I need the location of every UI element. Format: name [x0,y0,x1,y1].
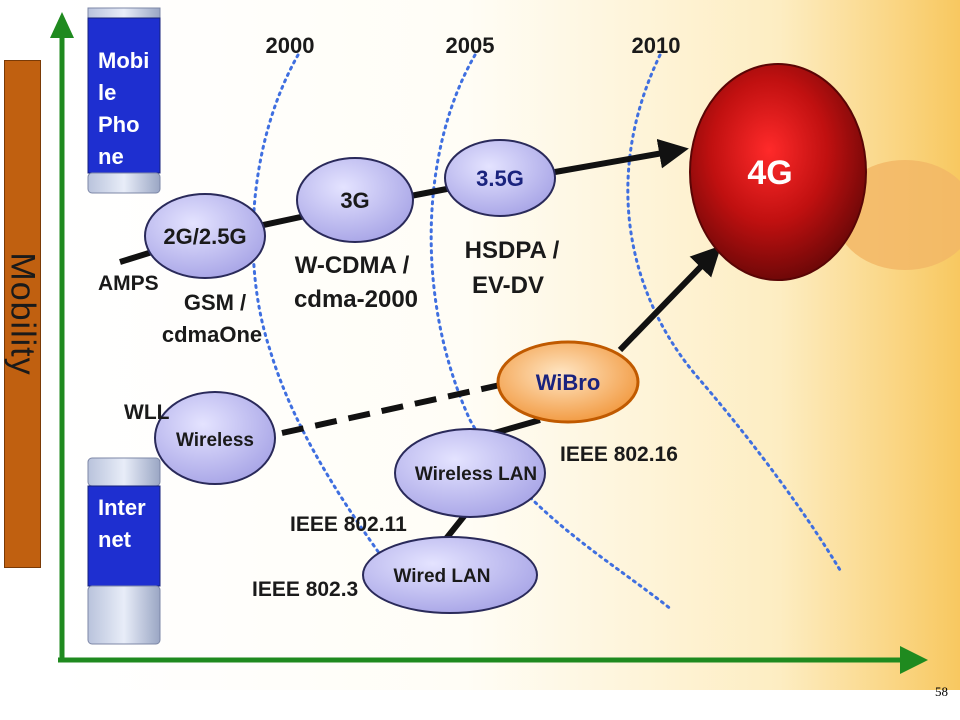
node-wired-lan-label: Wired LAN [394,566,491,587]
node-2g-label: 2G/2.5G [163,224,246,249]
4g-shadow [835,160,960,270]
year-2010: 2010 [632,33,681,58]
page-number: 58 [935,684,948,699]
node-wireless: Wireless [154,391,276,485]
x-axis-arrowhead [900,646,928,674]
internet-box: Inter net [87,457,161,645]
mobility-axis-bar [4,60,41,568]
internet-line-2: net [98,527,132,552]
node-35g-label: 3.5G [476,166,524,191]
node-3g: 3G [296,157,414,243]
caption-ieee-80216: IEEE 802.16 [560,443,678,466]
wibro-4g-arrow [617,245,722,353]
caption-gsm-line-1: GSM / [184,290,246,315]
node-4g-label: 4G [747,154,792,192]
node-3g-label: 3G [340,188,369,213]
caption-hsdpa-line-2: EV-DV [472,272,544,299]
year-2005-line [429,53,674,612]
node-wibro: WiBro [496,340,640,424]
node-2g: 2G/2.5G [144,193,266,279]
caption-ieee-80211: IEEE 802.11 [290,513,407,536]
caption-wcdma-line-1: W-CDMA / [295,252,410,279]
caption-ieee-8023: IEEE 802.3 [252,578,358,601]
mobility-axis-label: Mobility [3,252,42,376]
node-wired-lan: Wired LAN [362,536,538,614]
caption-hsdpa-line-1: HSDPA / [465,237,560,264]
caption-amps: AMPS [98,272,159,295]
node-wireless-label: Wireless [176,430,254,451]
node-4g: 4G [689,63,867,281]
node-35g: 3.5G [444,139,556,217]
caption-wll: WLL [124,401,170,424]
year-2000: 2000 [266,33,315,58]
year-2000-line [251,53,422,612]
35g-4g-arrow [554,138,689,175]
wired-wlan-connector [442,513,468,542]
caption-gsm-line-2: cdmaOne [162,322,262,347]
mobile-phone-line-1: Mobi [98,48,149,73]
node-wireless-lan-label: Wireless LAN [415,464,537,485]
wireless-wibro-dashed [281,382,501,436]
mobile-phone-line-3: Pho [98,112,140,137]
internet-line-1: Inter [98,495,146,520]
caption-wcdma-line-2: cdma-2000 [294,286,418,313]
year-2005: 2005 [446,33,495,58]
mobile-phone-line-4: ne [98,144,124,169]
year-2010-line [626,53,842,572]
node-wibro-label: WiBro [536,370,601,395]
mobile-phone-box: Mobi le Pho ne [87,7,161,194]
node-wireless-lan: Wireless LAN [394,428,546,518]
mobile-phone-line-2: le [98,80,116,105]
y-axis-arrowhead [50,12,74,38]
